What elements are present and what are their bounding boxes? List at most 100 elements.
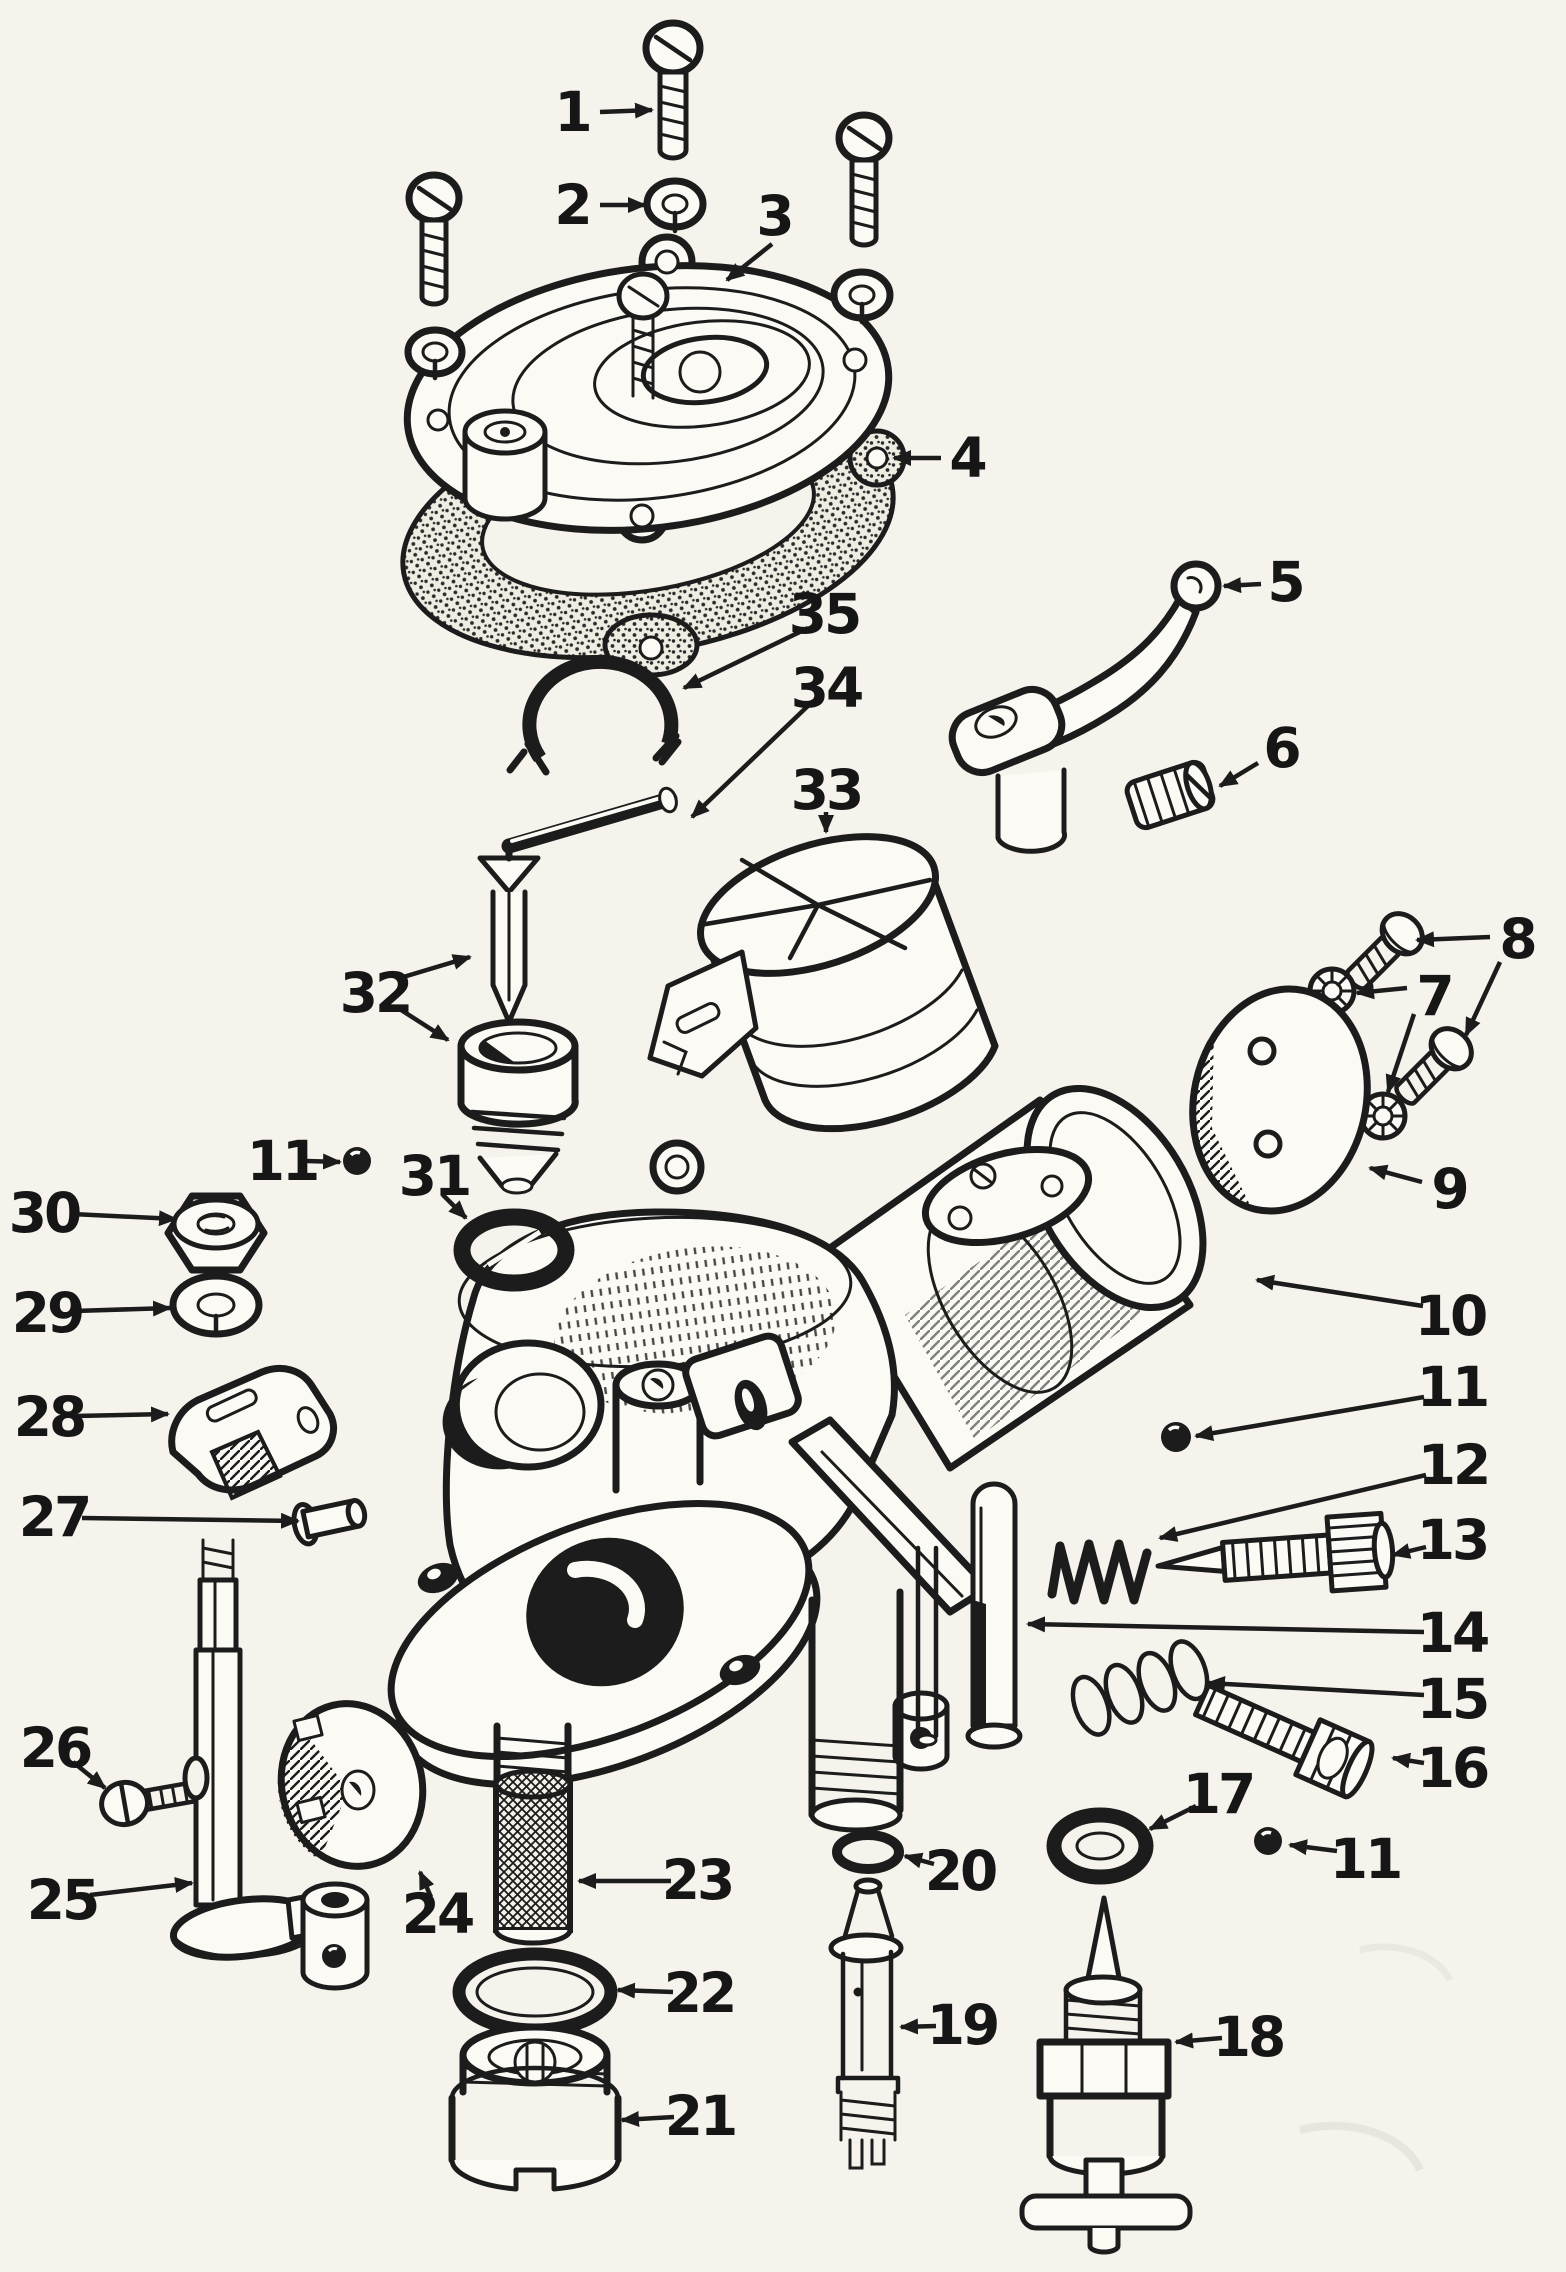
callout-label-2: 2: [554, 173, 589, 237]
choke-pad: [921, 1145, 1093, 1247]
leader-arrow-35: [682, 625, 809, 691]
callout-label-11b: 11: [1417, 1355, 1488, 1419]
lock-washer: [830, 268, 894, 325]
callout-label-9: 9: [1431, 1157, 1466, 1221]
float: [647, 833, 999, 1133]
leader-arrow-34: [690, 700, 814, 819]
callout-label-28: 28: [14, 1385, 85, 1449]
callout-label-3: 3: [756, 184, 791, 248]
leader-arrow-15: [1206, 1675, 1425, 1698]
shaft-lever-hub: [300, 1881, 370, 1991]
fuel-filter-screen: [493, 1768, 573, 1946]
body-barrel: [816, 1084, 1207, 1472]
callout-label-22: 22: [664, 1961, 735, 2025]
callout-label-18: 18: [1213, 2005, 1284, 2069]
leader-arrow-26: [71, 1760, 107, 1790]
leader-arrow-8: [1463, 961, 1503, 1037]
callout-label-31: 31: [399, 1144, 470, 1208]
body-side-boss: [682, 1332, 802, 1440]
main-jet: [828, 1877, 904, 2170]
callout-label-6: 6: [1263, 716, 1299, 780]
callout-label-1: 1: [554, 80, 589, 144]
callout-label-4: 4: [949, 426, 985, 490]
leader-arrow-21: [620, 2111, 675, 2128]
cover-pump-boss: [462, 408, 548, 522]
lock-washer: [404, 326, 466, 381]
leader-arrow-22: [616, 1982, 674, 1999]
mounting-flange: [387, 1499, 821, 1789]
leader-arrow-16: [1391, 1752, 1425, 1769]
float-needle: [477, 842, 541, 1025]
float-hinge-pin: [501, 786, 678, 854]
leader-arrow-11a: [306, 1153, 342, 1170]
carburetor-body: [387, 1084, 1207, 1833]
callout-label-14: 14: [1417, 1601, 1488, 1665]
pump-spring: [1070, 1639, 1210, 1737]
leader-arrow-6: [1218, 761, 1260, 788]
cover-ear-hole: [654, 249, 680, 275]
float-retainer-clip: [506, 654, 682, 776]
leader-arrow-31: [440, 1192, 468, 1220]
leader-arrow-7: [1385, 1013, 1417, 1094]
needle-seat: [457, 1018, 579, 1195]
leader-arrow-18: [1174, 2032, 1223, 2049]
throttle-plate: [277, 1700, 427, 1870]
leader-arrow-10: [1255, 1274, 1424, 1309]
leader-arrow-14: [1026, 1616, 1425, 1635]
shaft-lock-washer: [169, 1272, 263, 1338]
callout-label-10: 10: [1415, 1284, 1486, 1348]
callout-label-5: 5: [1267, 550, 1302, 614]
leader-arrow-32: [399, 954, 472, 981]
idle-mixture-screw: [1155, 1510, 1396, 1594]
callout-label-23: 23: [662, 1848, 733, 1912]
cover-screw: [835, 111, 893, 248]
jet-tube: [808, 1588, 904, 1833]
gasket-ear-hole: [865, 446, 889, 470]
float-top-ribs: [697, 857, 933, 961]
body-ear-hole: [664, 1154, 690, 1180]
callout-label-25: 25: [27, 1868, 98, 1932]
callout-label-16: 16: [1417, 1736, 1488, 1800]
vent-tube: [915, 1545, 939, 1747]
jet-gasket: [832, 1830, 904, 1874]
cover-center-screw: [616, 271, 670, 400]
callout-label-12: 12: [1418, 1433, 1489, 1497]
callout-label-24: 24: [402, 1882, 473, 1946]
callout-label-30: 30: [9, 1181, 80, 1245]
inlet-boss: [493, 1722, 572, 1786]
discharge-post: [612, 1360, 704, 1494]
choke-lever: [948, 560, 1222, 854]
page-showthrough: [1298, 1943, 1454, 2172]
callout-label-33: 33: [791, 758, 862, 822]
callout-label-26: 26: [20, 1716, 91, 1780]
lock-washer: [643, 177, 707, 234]
leader-arrow-5: [1222, 577, 1262, 594]
bowl-cover: [403, 233, 893, 544]
callout-label-13: 13: [1417, 1508, 1488, 1572]
leader-arrow-19: [899, 2018, 937, 2035]
air-horn-rim: [1023, 1084, 1207, 1312]
check-ball: [1254, 1827, 1282, 1855]
leader-arrow-29: [73, 1300, 172, 1317]
leader-arrow-32: [396, 1006, 450, 1042]
seat-gasket: [1046, 1807, 1154, 1885]
leader-arrow-27: [81, 1512, 300, 1529]
leader-arrow-3: [725, 242, 774, 282]
leader-arrow-24: [417, 1870, 435, 1898]
leader-arrow-20: [903, 1852, 935, 1869]
cover-screw: [642, 19, 704, 161]
gasket-tail-hole: [638, 635, 664, 661]
cover-screw: [405, 171, 463, 307]
bowl-cavity: [442, 1339, 605, 1471]
callout-label-27: 27: [19, 1485, 90, 1549]
bowl-gasket-ring: [453, 1208, 575, 1292]
callout-label-11c: 11: [1330, 1827, 1401, 1891]
leader-arrow-9: [1368, 1164, 1423, 1185]
callout-label-35: 35: [789, 582, 860, 646]
leader-arrow-1: [599, 102, 654, 119]
throttle-shaft: [169, 1538, 370, 1991]
leader-arrow-8: [1415, 931, 1491, 948]
needle-seat-assembly: [1019, 1895, 1193, 2255]
